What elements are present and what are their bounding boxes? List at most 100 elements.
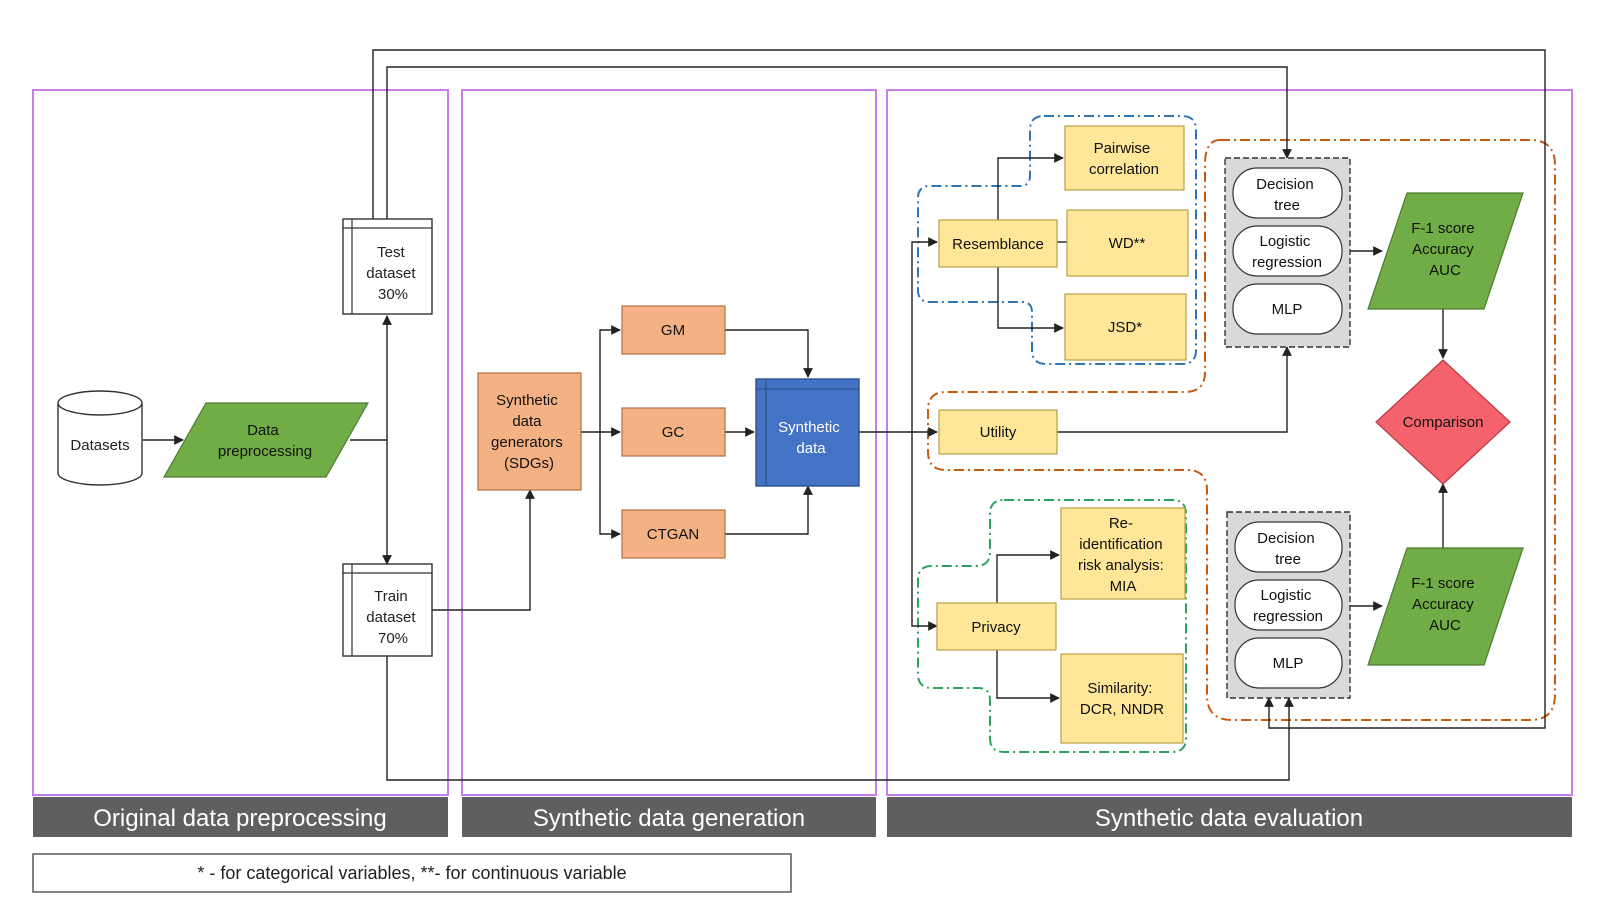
- pairwise-correlation-label-1: Pairwise: [1094, 140, 1151, 157]
- edge-sdgs-to-ctgan: [599, 432, 621, 539]
- pairwise-correlation-label-2: correlation: [1089, 161, 1159, 178]
- edge-synthetic-to-privacy: [911, 432, 938, 631]
- panel-label-bar-evaluation: [887, 797, 1572, 837]
- test-dataset-label-2: dataset: [366, 265, 416, 282]
- synthetic-data-node: Synthetic data: [755, 378, 860, 487]
- gm-node: GM: [621, 305, 726, 355]
- resemblance-label: Resemblance: [952, 236, 1044, 253]
- classifiers-bottom-group: Decision tree Logistic regression MLP: [1226, 511, 1351, 699]
- metrics-bottom-label-1: F-1 score: [1411, 575, 1474, 592]
- svg-text:Logistic regression: Logistic regression: [1252, 233, 1322, 271]
- classifier-top-logistic-regression-label-2: regression: [1252, 254, 1322, 271]
- reidentification-node: Re- identification risk analysis: MIA: [1060, 507, 1186, 600]
- metrics-top-label-1: F-1 score: [1411, 220, 1474, 237]
- similarity-node: Similarity: DCR, NNDR: [1060, 653, 1184, 744]
- footnote-box: [32, 853, 792, 893]
- reidentification-label-2: identification: [1079, 536, 1162, 553]
- sdgs-node: Synthetic data generators (SDGs): [477, 372, 582, 491]
- svg-text:F-1 score Accuracy: F-1 score Accuracy AUC: [1411, 575, 1479, 634]
- gc-label: GC: [662, 424, 685, 441]
- jsd-node: JSD*: [1064, 293, 1187, 361]
- ctgan-label: CTGAN: [647, 526, 700, 543]
- data-preprocessing-label-1: Data: [247, 422, 279, 439]
- sdgs-label-2: data: [512, 413, 542, 430]
- edge-utility-to-classifiers-top: [1057, 346, 1292, 433]
- reidentification-label-3: risk analysis:: [1078, 557, 1164, 574]
- edge-train-to-classifiers-bottom: [386, 656, 1294, 781]
- edge-synthetic-to-resemblance: [911, 237, 938, 432]
- edge-test-to-classifiers-top: [386, 66, 1292, 219]
- panel-label-bar-generation: [462, 797, 876, 837]
- edge-test-to-classifiers-bottom: [372, 49, 1546, 729]
- synthetic-data-label-2: data: [796, 440, 826, 457]
- classifier-bottom-decision-tree: [1234, 521, 1343, 573]
- classifiers-top-group: Decision tree Logistic regression MLP: [1224, 157, 1351, 348]
- ctgan-node: CTGAN: [621, 509, 726, 559]
- privacy-group-outline: [917, 499, 1187, 753]
- classifier-bottom-mlp: [1234, 637, 1343, 689]
- metrics-top-label-2: Accuracy: [1412, 241, 1474, 258]
- classifier-bottom-logistic-regression-label-2: regression: [1253, 608, 1323, 625]
- comparison-node: Comparison: [1375, 359, 1511, 485]
- edge-sdgs-to-gm: [599, 325, 621, 432]
- comparison-label: Comparison: [1403, 414, 1484, 431]
- edge-privacy-to-similarity: [996, 648, 1060, 703]
- classifier-top-decision-tree-label-1: Decision: [1256, 176, 1314, 193]
- classifier-bottom-logistic-regression-label-1: Logistic: [1260, 587, 1311, 604]
- footnote: * - for categorical variables, **- for c…: [197, 863, 626, 883]
- classifier-top-decision-tree-label-2: tree: [1274, 197, 1300, 214]
- synthetic-data-label-1: Synthetic: [778, 419, 840, 436]
- metrics-bottom-node: F-1 score Accuracy AUC: [1367, 547, 1524, 666]
- resemblance-group-outline: [917, 115, 1197, 365]
- utility-group-outline: [927, 139, 1556, 721]
- panel-preprocessing: [32, 89, 449, 796]
- metrics-top-node: F-1 score Accuracy AUC: [1367, 192, 1524, 310]
- svg-text:Similarity: DCR, NNDR: Similarity: DCR, NNDR: [1080, 680, 1164, 718]
- metrics-bottom-label-3: AUC: [1429, 617, 1461, 634]
- gm-label: GM: [661, 322, 685, 339]
- train-dataset-node: Train dataset 70%: [342, 563, 433, 657]
- data-preprocessing-node: Data preprocessing: [162, 402, 370, 478]
- panel-label-bar-preprocessing: [33, 797, 448, 837]
- panel-label-evaluation: Synthetic data evaluation: [1095, 805, 1363, 832]
- data-preprocessing-label-2: preprocessing: [218, 443, 312, 460]
- edge-gm-to-synthetic: [725, 329, 813, 378]
- datasets-label: Datasets: [70, 437, 129, 454]
- edge-resemblance-to-pairwise: [997, 153, 1064, 220]
- sdgs-label-4: (SDGs): [504, 455, 554, 472]
- reidentification-label-4: MIA: [1110, 578, 1137, 595]
- svg-text:Re- identification: Re- identification risk analysis: MIA: [1078, 515, 1168, 595]
- test-dataset-label-3: 30%: [378, 286, 408, 303]
- svg-text:Synthetic data: Synthetic data: [778, 419, 844, 457]
- classifier-top-logistic-regression: [1232, 225, 1343, 277]
- test-dataset-label-1: Test: [377, 244, 405, 261]
- svg-text:Logistic regression: Logistic regression: [1253, 587, 1323, 625]
- svg-text:Test dataset 30%: Test dataset 30%: [366, 244, 419, 303]
- svg-text:Train dataset 70%: Train dataset 70%: [366, 588, 419, 647]
- utility-node: Utility: [938, 409, 1058, 455]
- panel-generation: [461, 89, 877, 796]
- jsd-label: JSD*: [1108, 319, 1142, 336]
- edge-resemblance-to-jsd: [997, 264, 1064, 333]
- reidentification-label-1: Re-: [1109, 515, 1133, 532]
- gc-node: GC: [621, 407, 726, 457]
- panel-evaluation: [886, 89, 1573, 796]
- metrics-bottom-label-2: Accuracy: [1412, 596, 1474, 613]
- svg-text:Data preprocessing: Data preprocessing: [218, 422, 312, 460]
- classifier-top-mlp: [1232, 283, 1343, 335]
- svg-text:Decision tree: Decision tree: [1256, 176, 1318, 214]
- connectors: [143, 49, 1546, 781]
- resemblance-node: Resemblance: [938, 219, 1058, 268]
- datasets-node: Datasets: [57, 390, 143, 486]
- classifier-bottom-logistic-regression: [1234, 579, 1343, 631]
- edge-privacy-to-reid: [996, 550, 1060, 605]
- test-dataset-node: Test dataset 30%: [342, 218, 433, 315]
- classifier-bottom-decision-tree-label-1: Decision: [1257, 530, 1315, 547]
- sdgs-label-1: Synthetic: [496, 392, 558, 409]
- utility-label: Utility: [980, 424, 1017, 441]
- privacy-node: Privacy: [936, 602, 1057, 651]
- edge-train-to-sdgs: [432, 489, 535, 611]
- sdgs-label-3: generators: [491, 434, 563, 451]
- svg-text:F-1 score Accuracy: F-1 score Accuracy AUC: [1411, 220, 1479, 279]
